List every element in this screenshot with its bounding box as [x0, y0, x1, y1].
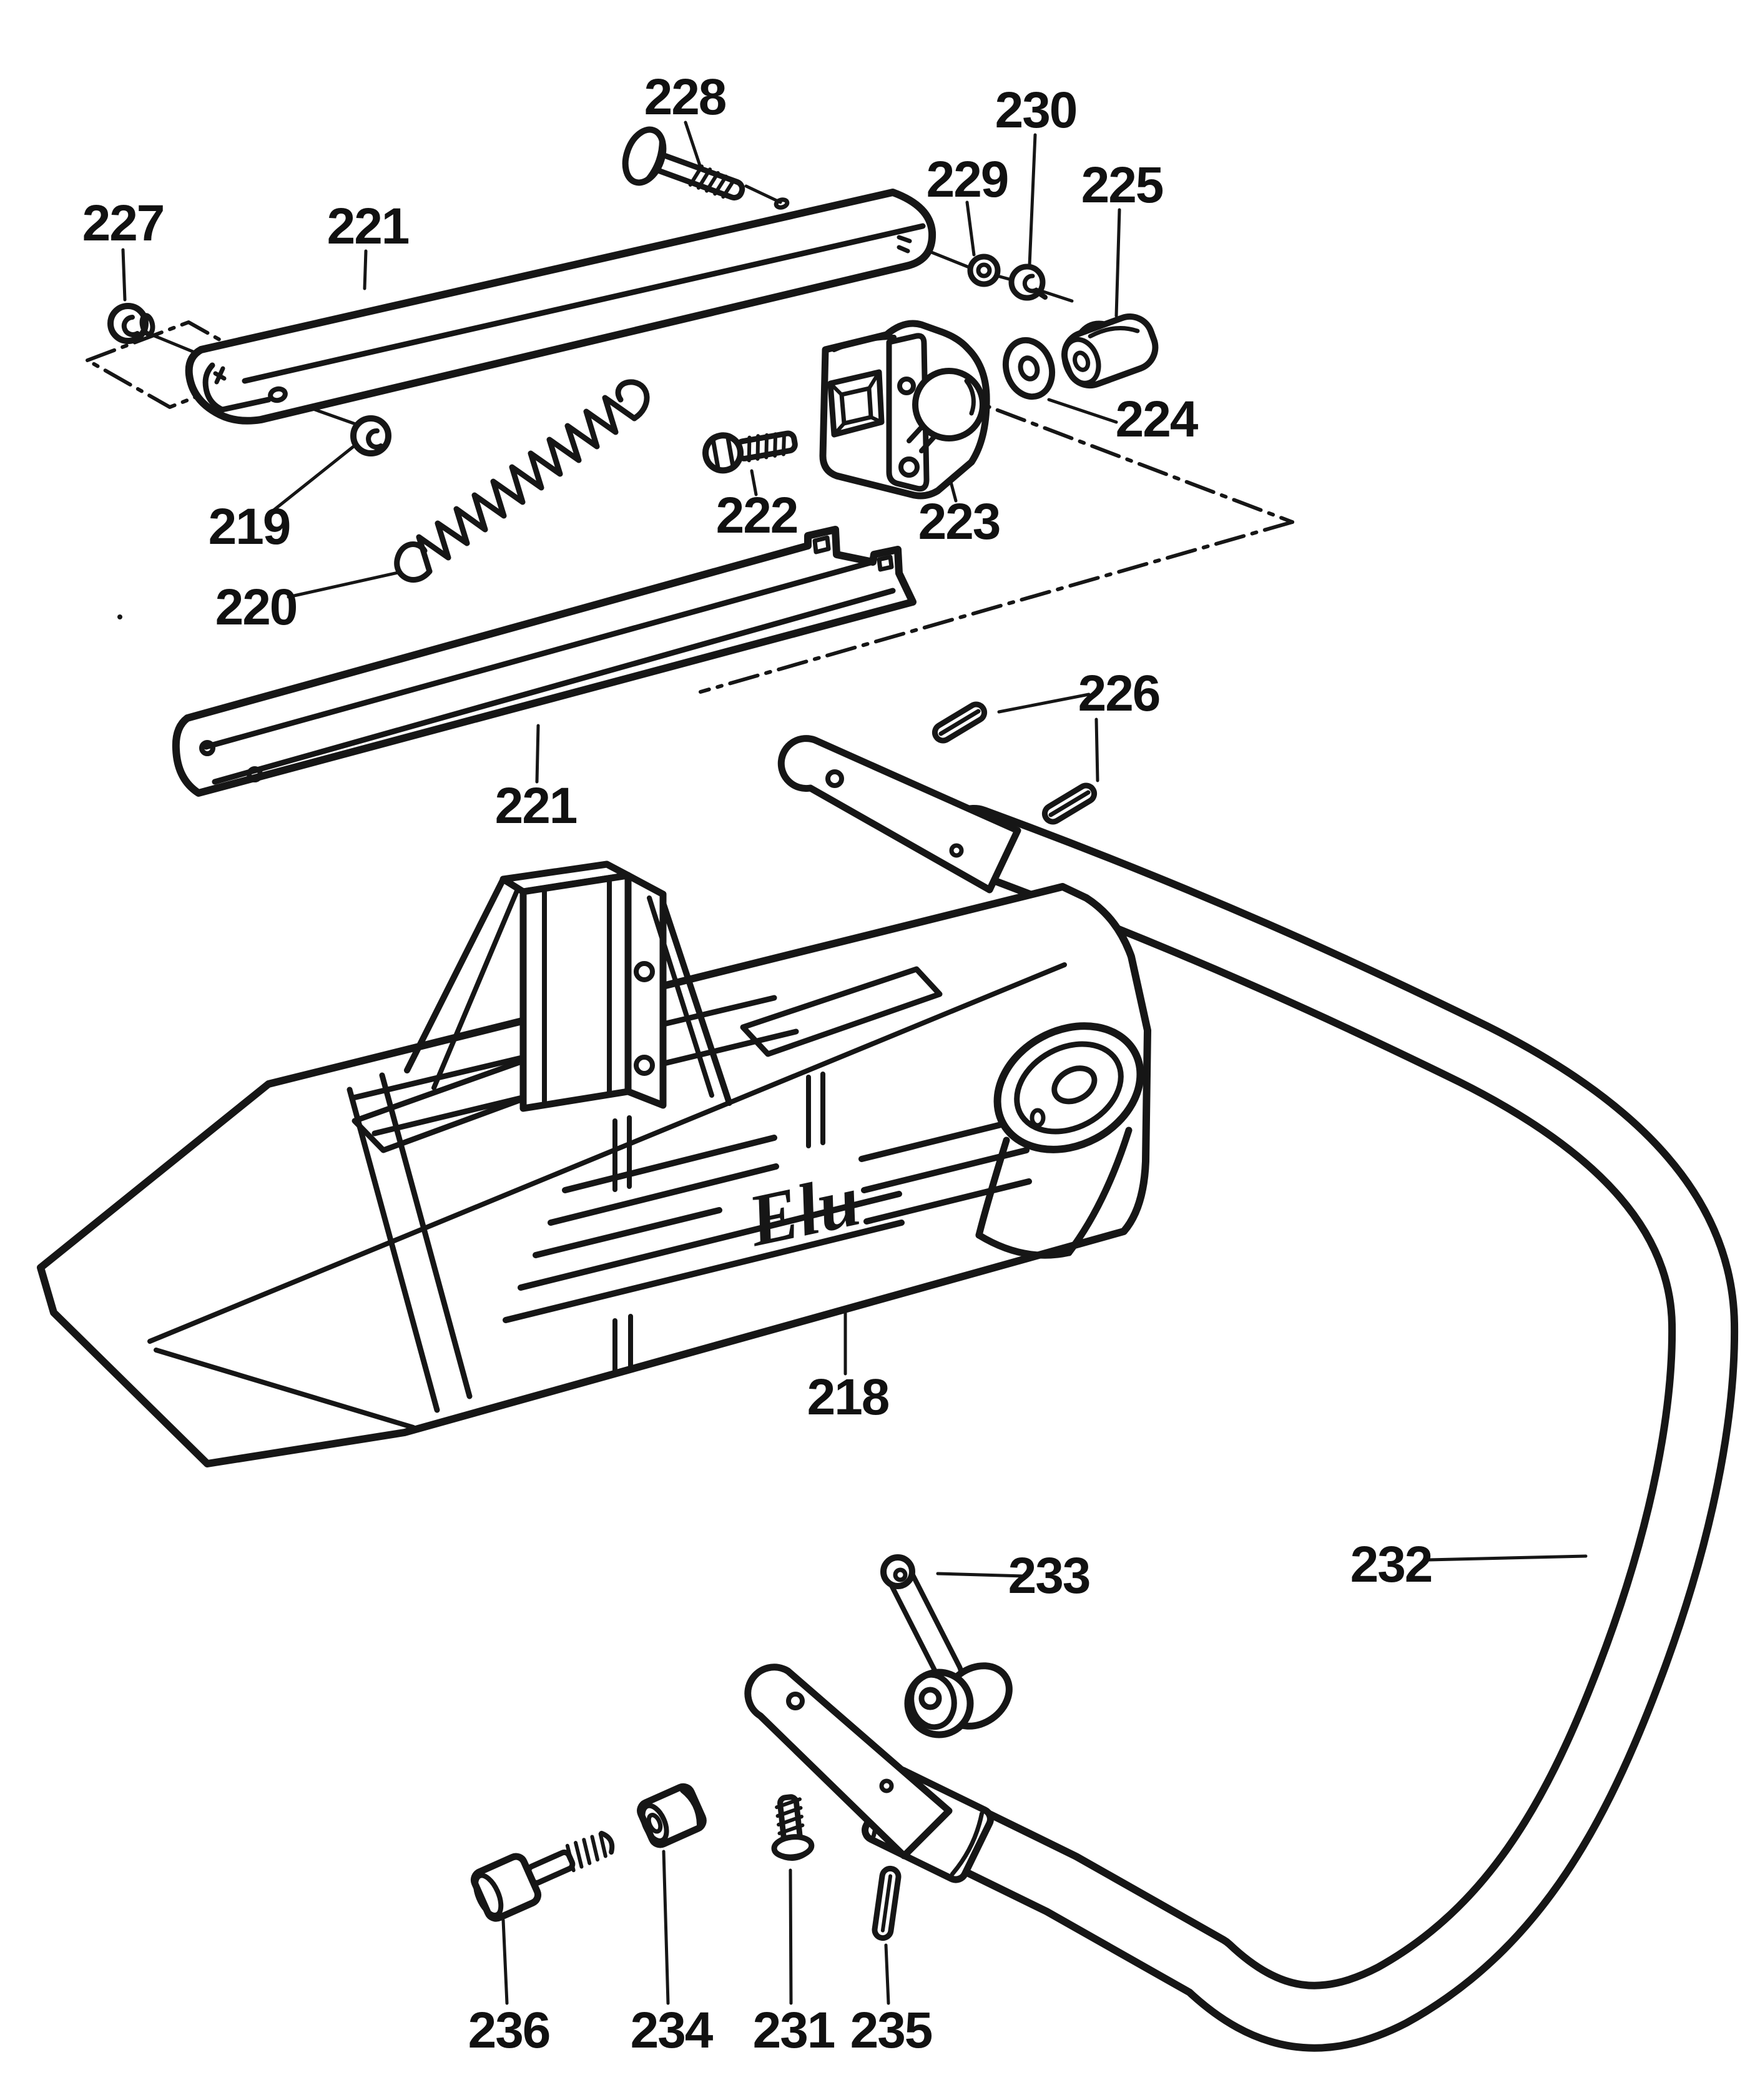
callout-219: 219	[208, 498, 292, 555]
callout-225: 225	[1081, 157, 1164, 214]
base-tower-bracket	[404, 860, 732, 1112]
callout-233: 233	[1008, 1547, 1091, 1604]
callout-222: 222	[715, 487, 799, 544]
callout-218: 218	[807, 1369, 890, 1426]
tube-upper-strap	[777, 735, 1021, 894]
washer-224	[1002, 337, 1056, 400]
tube-handle-232	[744, 735, 1739, 2052]
callout-234: 234	[630, 2002, 714, 2059]
tube-lower-strap	[744, 1664, 953, 1860]
print-speck	[117, 614, 122, 619]
pivot-pin-236	[470, 1830, 615, 1922]
callout-227: 227	[82, 195, 165, 252]
callout-221-bottom: 221	[494, 777, 578, 834]
pin-226-b	[1041, 782, 1098, 825]
callout-231: 231	[752, 2002, 836, 2059]
cap-disc-219	[350, 415, 391, 456]
callout-232: 232	[1350, 1536, 1433, 1593]
screw-231	[771, 1794, 815, 1861]
callout-229: 229	[926, 151, 1010, 208]
base-socket-boss	[975, 1022, 1144, 1259]
bushing-234	[637, 1783, 707, 1848]
washer-229	[967, 254, 1001, 287]
callout-224: 224	[1115, 391, 1199, 448]
spring-pin-235	[872, 1865, 902, 1941]
knob-225	[1061, 313, 1159, 389]
upper-rail-221	[185, 189, 936, 425]
base-218: Elu	[37, 860, 1151, 1467]
callout-223: 223	[918, 493, 1001, 550]
clamp-body-223	[819, 320, 990, 500]
callout-220: 220	[215, 579, 298, 636]
clamp-lever-233	[880, 1554, 1013, 1738]
callout-226: 226	[1078, 665, 1161, 722]
callout-236: 236	[468, 2002, 551, 2059]
nut-230	[1008, 264, 1048, 301]
pin-226-a	[932, 701, 988, 744]
callout-228: 228	[644, 69, 727, 126]
push-cap-227	[107, 303, 155, 344]
lower-rail-221	[172, 526, 917, 797]
bolt-222	[702, 430, 798, 474]
leader-lines	[121, 121, 1588, 2005]
callout-230: 230	[995, 82, 1078, 139]
callout-221-top: 221	[327, 198, 410, 255]
callout-235: 235	[850, 2002, 933, 2059]
spring-220	[394, 379, 650, 583]
bolt-228	[622, 126, 745, 201]
